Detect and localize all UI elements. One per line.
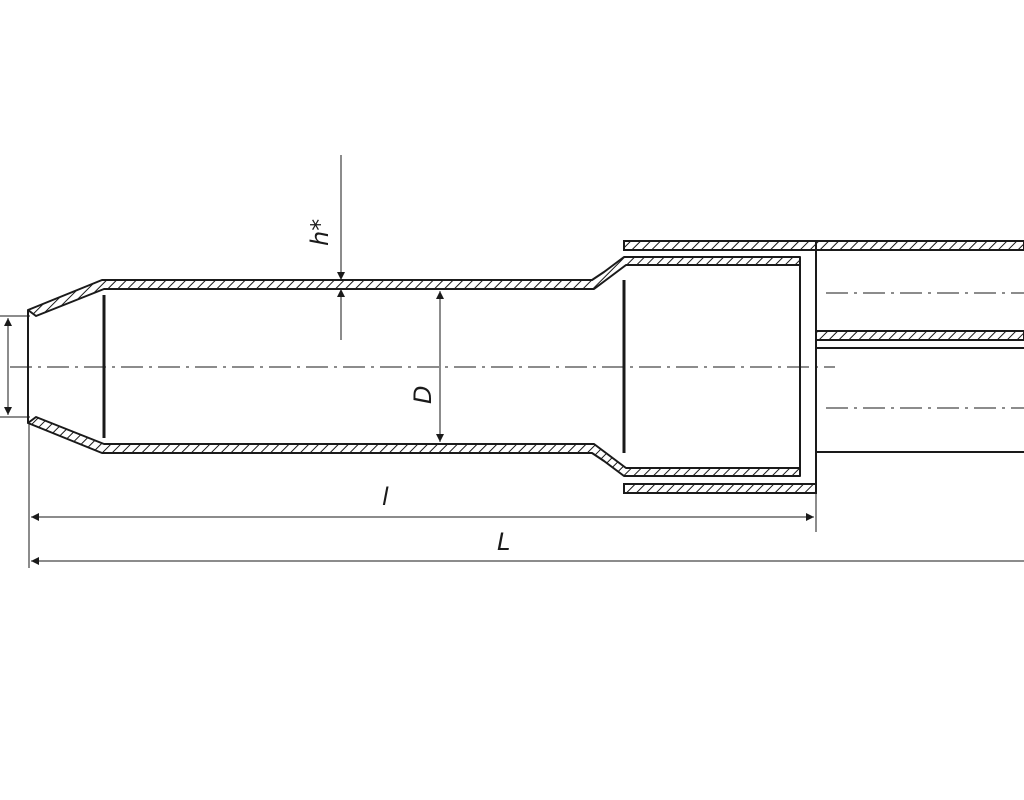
sleeve-top-wall: [27, 256, 801, 317]
sleeve-bottom-wall: [27, 416, 801, 477]
l-label: l: [382, 483, 389, 511]
cable-insulation-middle: [815, 330, 1024, 341]
L-label: L: [497, 528, 510, 556]
d-label: D: [409, 386, 437, 404]
h-star-label: h*: [306, 219, 334, 246]
collar-bottom: [623, 483, 817, 494]
collar-top: [623, 240, 817, 251]
cable-insulation-top: [815, 240, 1024, 251]
